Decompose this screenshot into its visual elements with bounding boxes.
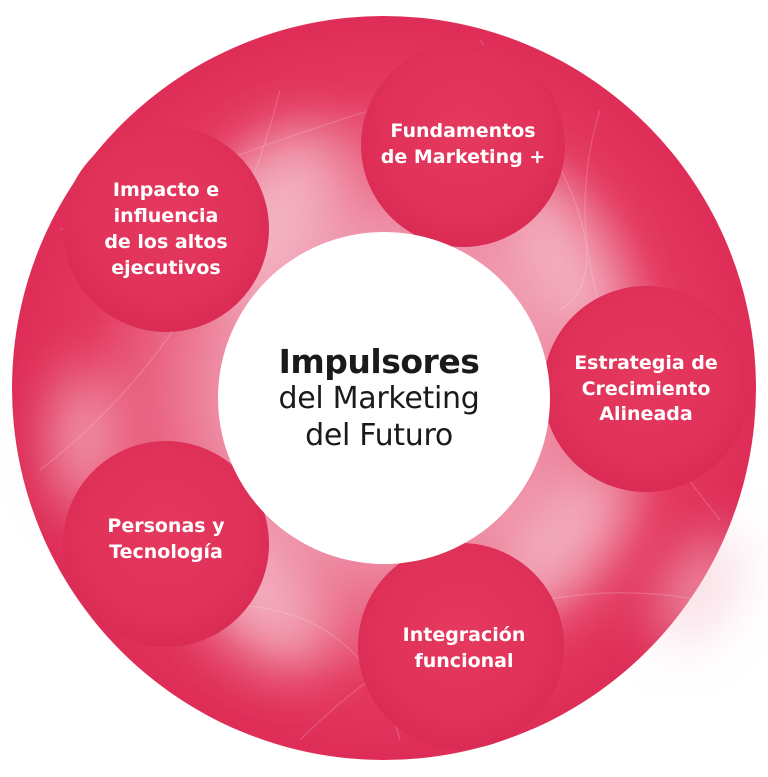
node-circle-fundamentos [361,43,565,247]
node-label-line: Fundamentos [390,120,536,143]
node-circle-estrategia [543,286,749,492]
node-label-line: Personas y [107,515,225,538]
node-label-line: influencia [113,205,219,228]
node-circle-integracion [358,543,564,749]
center-label: Impulsores del Marketing del Futuro [234,328,524,468]
node-label-line: funcional [414,650,514,672]
node-circle-personas [63,441,269,647]
node-label-integracion: Integración funcional [364,604,564,694]
node-label-line: Impacto e [112,179,220,202]
node-label-line: Tecnología [109,541,223,563]
node-label-fundamentos: Fundamentos de Marketing + [363,100,563,190]
node-label-line: Crecimiento [581,377,711,400]
node-label-personas: Personas y Tecnología [66,495,266,585]
center-subtitle-line: del Futuro [305,417,453,453]
center-subtitle-line: del Marketing [278,381,480,417]
center-title: Impulsores [278,341,480,381]
node-label-line: de los altos [104,231,228,253]
node-label-impacto: Impacto e influencia de los altos ejecut… [66,170,266,290]
node-label-line: de Marketing + [380,146,546,168]
node-label-line: Estrategia de [574,351,718,374]
center-circle [218,232,550,564]
node-label-estrategia: Estrategia de Crecimiento Alineada [546,332,746,447]
node-label-line: Integración [402,624,526,647]
node-label-line: Alineada [599,403,693,426]
node-label-line: ejecutivos [111,256,221,279]
node-circle-impacto [63,126,269,332]
